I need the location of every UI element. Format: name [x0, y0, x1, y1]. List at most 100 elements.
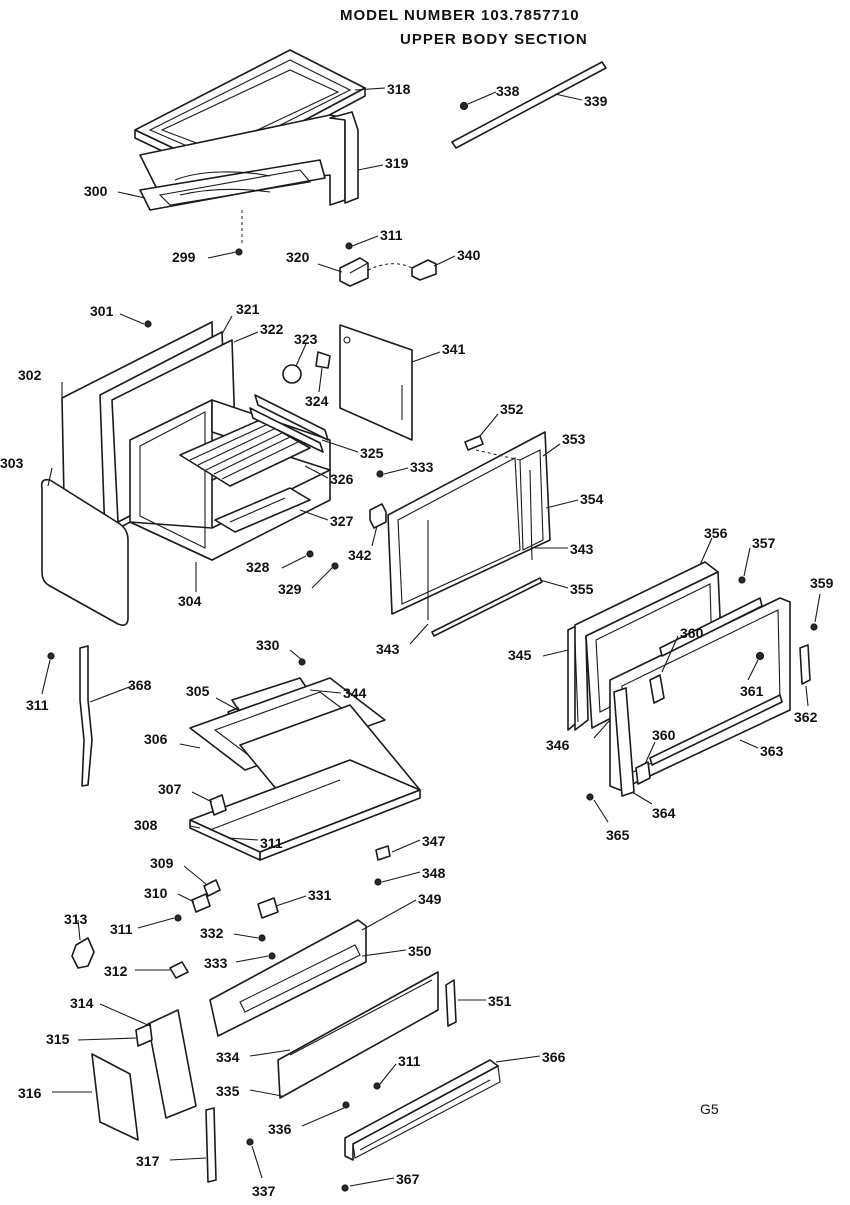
- part-label-299: 299: [172, 249, 196, 265]
- leader-lines: [41, 87, 821, 1187]
- part-label-319: 319: [385, 155, 409, 171]
- part-label-311c: 311: [260, 835, 283, 851]
- part-label-332: 332: [200, 925, 224, 941]
- part-label-302: 302: [18, 367, 42, 383]
- part-label-317: 317: [136, 1153, 160, 1169]
- part-label-360b: 360: [652, 727, 676, 743]
- part-label-349: 349: [418, 891, 442, 907]
- oven-light-drawing: [282, 351, 331, 384]
- part-label-363: 363: [760, 743, 784, 759]
- part-label-352: 352: [500, 401, 524, 417]
- door-rod-drawing: [431, 577, 543, 637]
- part-label-301: 301: [90, 303, 114, 319]
- part-label-329: 329: [278, 581, 302, 597]
- part-label-315: 315: [46, 1031, 70, 1047]
- part-number-labels: 318 338 339 319 300 311 299 320 340 301 …: [0, 81, 834, 1199]
- part-label-347: 347: [422, 833, 446, 849]
- lower-strip-drawing: [205, 1107, 254, 1183]
- part-label-357: 357: [752, 535, 776, 551]
- part-label-359: 359: [810, 575, 834, 591]
- part-label-308: 308: [134, 817, 158, 833]
- part-label-348: 348: [422, 865, 446, 881]
- part-label-311e: 311: [398, 1053, 421, 1069]
- page-code: G5: [700, 1101, 719, 1117]
- side-bracket-drawing: [135, 1009, 197, 1119]
- part-label-326: 326: [330, 471, 354, 487]
- part-label-314: 314: [70, 995, 94, 1011]
- rear-panel-drawing: [339, 324, 413, 441]
- part-label-318: 318: [387, 81, 411, 97]
- bracket-drawing: [235, 242, 437, 287]
- part-label-323: 323: [294, 331, 318, 347]
- part-label-306: 306: [144, 731, 168, 747]
- part-label-344: 344: [343, 685, 367, 701]
- part-label-337: 337: [252, 1183, 276, 1199]
- part-label-330: 330: [256, 637, 280, 653]
- part-label-339: 339: [584, 93, 608, 109]
- side-rod-drawing: [47, 645, 93, 787]
- part-label-354: 354: [580, 491, 604, 507]
- oven-rack-drawing: [179, 394, 329, 487]
- part-label-367: 367: [396, 1171, 420, 1187]
- part-label-356: 356: [704, 525, 728, 541]
- trim-strip-drawing: [451, 61, 607, 149]
- part-label-333b: 333: [204, 955, 228, 971]
- part-label-304: 304: [178, 593, 202, 609]
- part-label-322: 322: [260, 321, 284, 337]
- part-label-345: 345: [508, 647, 532, 663]
- part-label-316: 316: [18, 1085, 42, 1101]
- part-label-366: 366: [542, 1049, 566, 1065]
- part-label-341: 341: [442, 341, 466, 357]
- part-label-309: 309: [150, 855, 174, 871]
- part-label-313: 313: [64, 911, 88, 927]
- part-label-368: 368: [128, 677, 152, 693]
- part-label-364: 364: [652, 805, 676, 821]
- part-label-321: 321: [236, 301, 260, 317]
- part-label-343b: 343: [376, 641, 400, 657]
- part-label-338: 338: [496, 83, 520, 99]
- door-bracket-drawing: [635, 674, 665, 785]
- part-label-311d: 311: [110, 921, 133, 937]
- oven-door-frame-drawing: [387, 431, 551, 620]
- part-label-307: 307: [158, 781, 182, 797]
- part-label-320: 320: [286, 249, 310, 265]
- part-label-343: 343: [570, 541, 594, 557]
- part-label-312: 312: [104, 963, 128, 979]
- title-model-number: MODEL NUMBER 103.7857710: [340, 7, 580, 24]
- part-label-340: 340: [457, 247, 481, 263]
- part-label-335: 335: [216, 1083, 240, 1099]
- part-label-328: 328: [246, 559, 270, 575]
- part-label-333: 333: [410, 459, 434, 475]
- part-label-324: 324: [305, 393, 329, 409]
- burner-box-drawing: [139, 111, 359, 244]
- control-panel-drawing: [169, 919, 367, 1037]
- part-label-310: 310: [144, 885, 168, 901]
- part-label-365: 365: [606, 827, 630, 843]
- small-parts-drawing: [174, 845, 391, 960]
- hinge-arm-drawing: [586, 687, 635, 801]
- part-label-327: 327: [330, 513, 354, 529]
- part-label-346: 346: [546, 737, 570, 753]
- part-label-360: 360: [680, 625, 704, 641]
- drawer-rail-drawing: [341, 1059, 501, 1192]
- part-label-336: 336: [268, 1121, 292, 1137]
- bottom-assembly-drawing: [189, 677, 421, 861]
- part-label-311b: 311: [26, 697, 49, 713]
- drawer-panel-drawing: [277, 971, 457, 1099]
- part-label-311: 311: [380, 227, 403, 243]
- part-label-361: 361: [740, 683, 764, 699]
- part-label-334: 334: [216, 1049, 240, 1065]
- part-label-342: 342: [348, 547, 372, 563]
- part-label-350: 350: [408, 943, 432, 959]
- control-knob-drawing: [71, 937, 95, 969]
- part-label-362: 362: [794, 709, 818, 725]
- part-label-303: 303: [0, 455, 24, 471]
- part-label-325: 325: [360, 445, 384, 461]
- lower-side-panel-drawing: [91, 1053, 139, 1141]
- hinge-bracket-drawing: [369, 470, 387, 529]
- part-label-331: 331: [308, 887, 332, 903]
- part-label-305: 305: [186, 683, 210, 699]
- part-label-353: 353: [562, 431, 586, 447]
- part-label-300: 300: [84, 183, 108, 199]
